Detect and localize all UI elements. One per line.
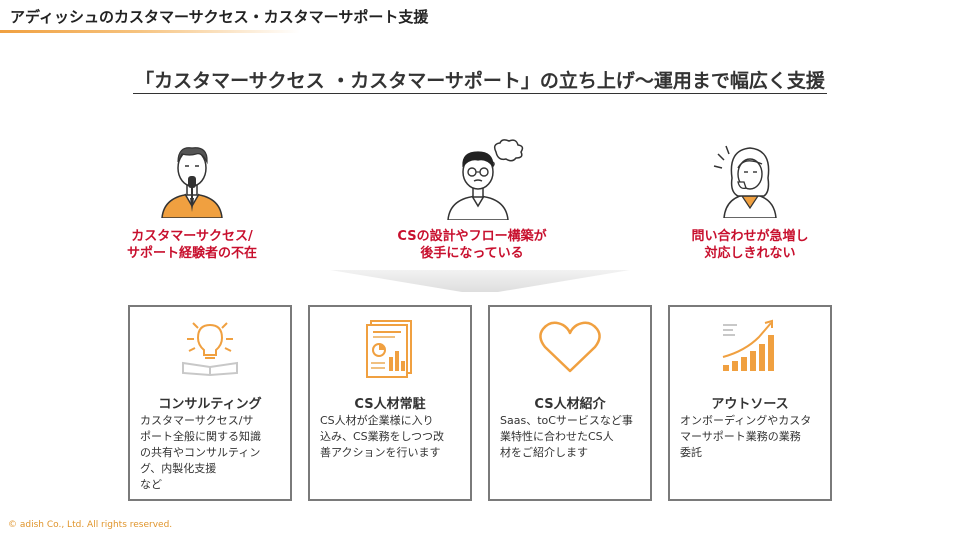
service-card-staff-referral: CS人材紹介 Saas、toCサービスなど事 業特性に合わせたCS人 材をご紹介… bbox=[488, 305, 652, 501]
service-description: カスタマーサクセス/サ ポート全般に関する知識 の共有やコンサルティン グ、内製… bbox=[140, 414, 261, 491]
card-icon-wrap bbox=[130, 317, 290, 381]
growth-chart-icon bbox=[722, 319, 774, 371]
page-subtitle: 「カスタマーサクセス ・カスタマーサポート」の立ち上げ〜運用まで幅広く支援 bbox=[0, 66, 960, 94]
service-description: CS人材が企業様に入り 込み、CS業務をしつつ改 善アクションを行います bbox=[320, 414, 445, 459]
subtitle-text: 「カスタマーサクセス ・カスタマーサポート」の立ち上げ〜運用まで幅広く支援 bbox=[133, 70, 827, 94]
service-description: Saas、toCサービスなど事 業特性に合わせたCS人 材をご紹介します bbox=[500, 414, 633, 459]
stressed-woman-icon bbox=[713, 145, 777, 218]
persona-1 bbox=[72, 140, 312, 218]
persona-3 bbox=[629, 138, 869, 218]
copyright-footer: © adish Co., Ltd. All rights reserved. bbox=[8, 520, 173, 530]
card-icon-wrap bbox=[310, 317, 470, 381]
confused-person-icon bbox=[447, 139, 524, 220]
service-card-resident-staff: CS人材常駐 CS人材が企業様に入り 込み、CS業務をしつつ改 善アクションを行… bbox=[308, 305, 472, 501]
service-title: CS人材常駐 bbox=[354, 397, 426, 412]
report-document-icon bbox=[366, 320, 412, 378]
problem-1-text: カスタマーサクセス/ サポート経験者の不在 bbox=[126, 229, 257, 261]
heart-icon bbox=[539, 321, 601, 373]
service-title: コンサルティング bbox=[158, 397, 262, 412]
service-card-outsource: アウトソース オンボーディングやカスタ マーサポート業務の業務 委託 bbox=[668, 305, 832, 501]
page-header-title: アディッシュのカスタマーサクセス・カスタマーサポート支援 bbox=[10, 8, 429, 26]
service-card-consulting: コンサルティング カスタマーサクセス/サ ポート全般に関する知識 の共有やコンサ… bbox=[128, 305, 292, 501]
header-accent-rule bbox=[0, 30, 300, 33]
card-icon-wrap bbox=[490, 317, 650, 381]
service-title: CS人材紹介 bbox=[534, 397, 606, 412]
card-icon-wrap bbox=[670, 317, 830, 381]
person-with-microphone-icon bbox=[161, 147, 223, 218]
persona-2 bbox=[360, 138, 600, 220]
service-title: アウトソース bbox=[711, 397, 789, 412]
lightbulb-book-icon bbox=[182, 322, 238, 377]
problem-3-text: 問い合わせが急増し 対応しきれない bbox=[691, 229, 809, 261]
funnel-arrow-shape bbox=[330, 270, 630, 292]
problem-2-text: CSの設計やフロー構築が 後手になっている bbox=[397, 229, 547, 261]
service-description: オンボーディングやカスタ マーサポート業務の業務 委託 bbox=[680, 414, 812, 459]
